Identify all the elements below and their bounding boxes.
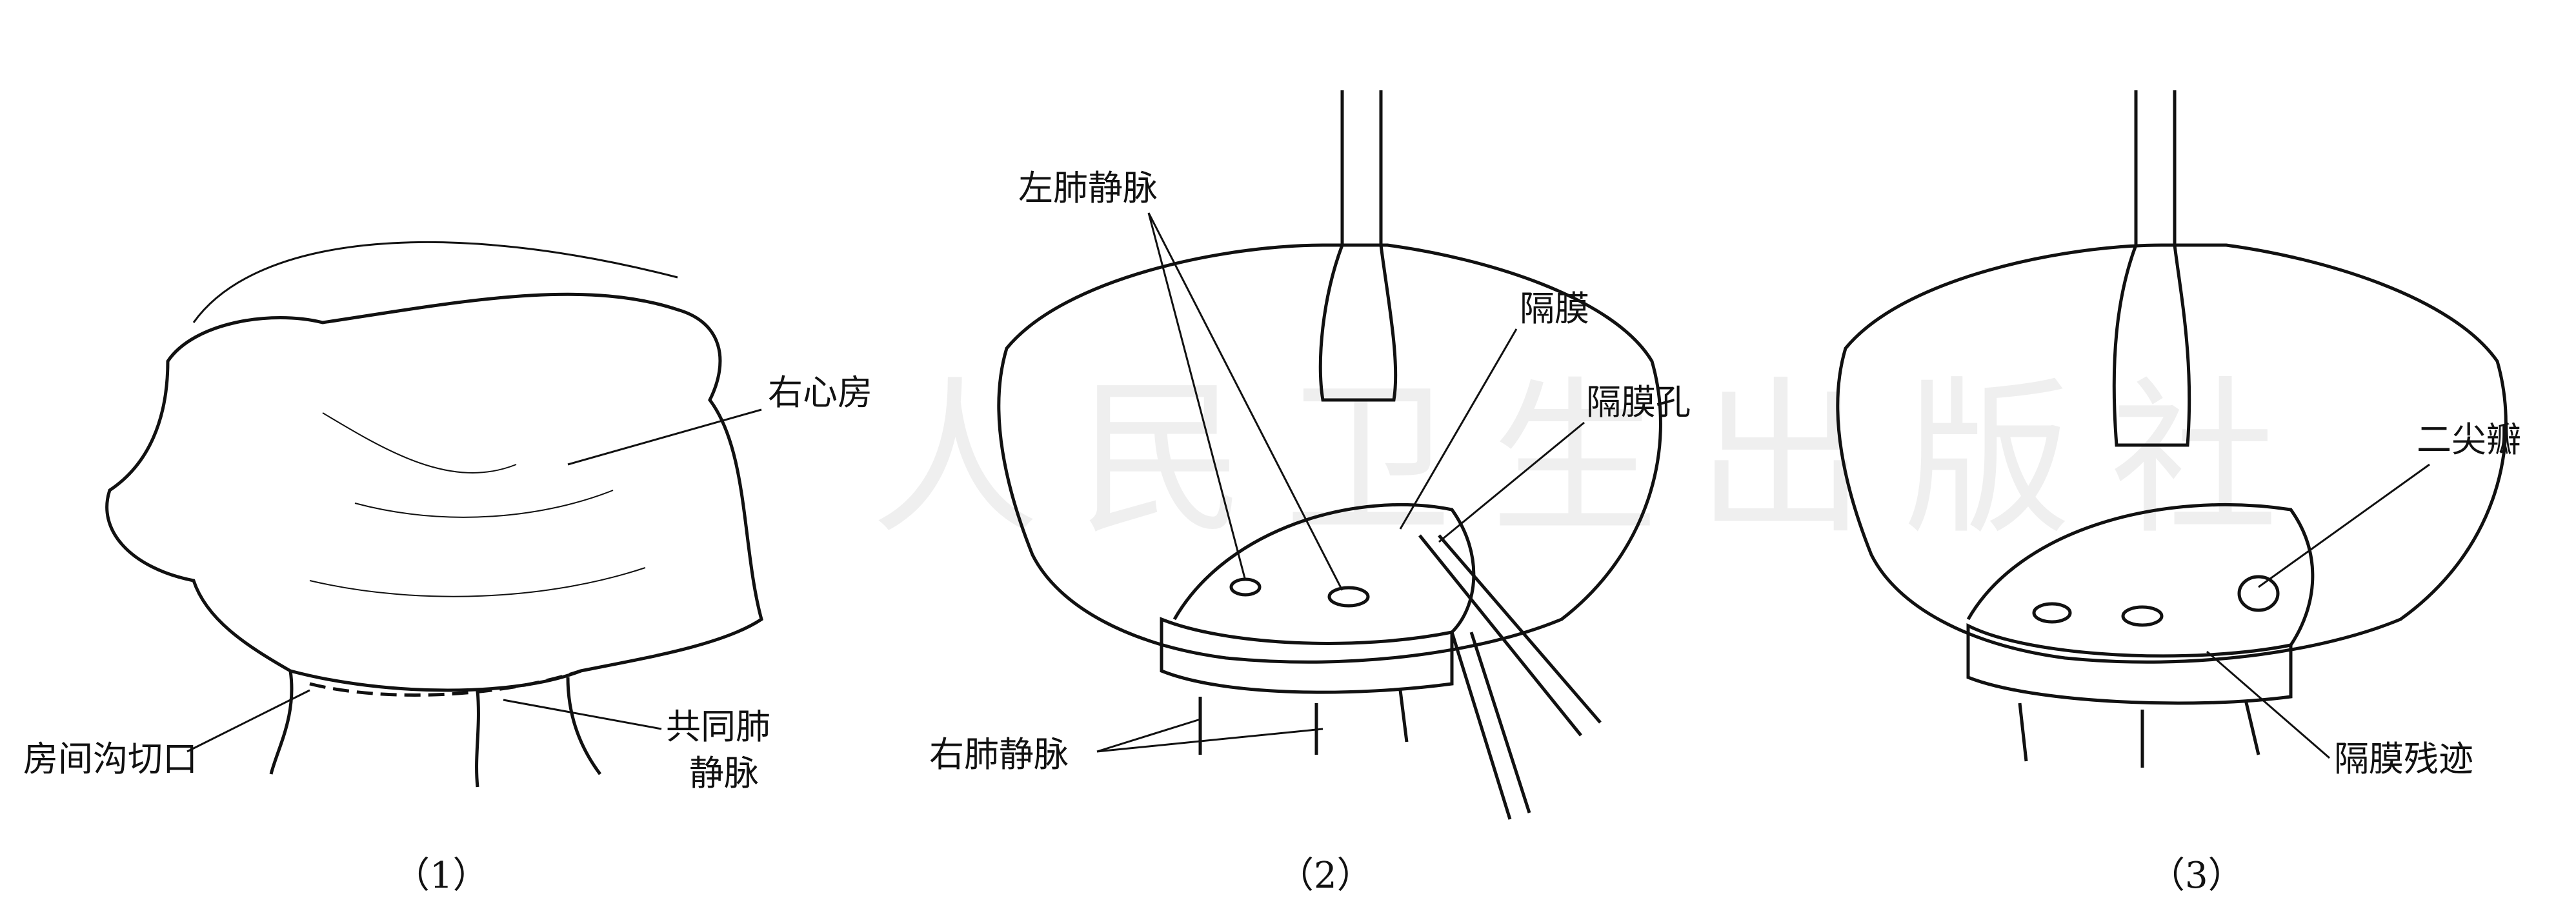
heart-panel-3 [1836,90,2508,768]
label-left-pulmonary-vein: 左肺静脉 [1018,168,1158,208]
caption-panel-1: （1） [394,855,489,897]
label-common-pulmonary-vein-line2: 静脉 [689,753,759,793]
label-right-pulmonary-vein: 右肺静脉 [929,734,1069,775]
label-membrane: 隔膜 [1520,288,1589,329]
caption-panel-2: （2） [1278,855,1373,897]
label-right-atrium: 右心房 [768,372,872,413]
label-mitral-valve: 二尖瓣 [2417,419,2521,460]
caption-panel-3: （3） [2149,855,2244,897]
label-common-pulmonary-vein-line1: 共同肺 [666,706,770,747]
label-interatrial-groove-incision: 房间沟切口 [23,739,197,779]
label-membrane-remnant: 隔膜残迹 [2334,739,2473,779]
watermark: 人民卫生出版社 [871,363,2317,557]
label-membrane-hole: 隔膜孔 [1586,382,1691,423]
heart-panel-1 [105,241,763,788]
leader-lines [186,212,2430,759]
